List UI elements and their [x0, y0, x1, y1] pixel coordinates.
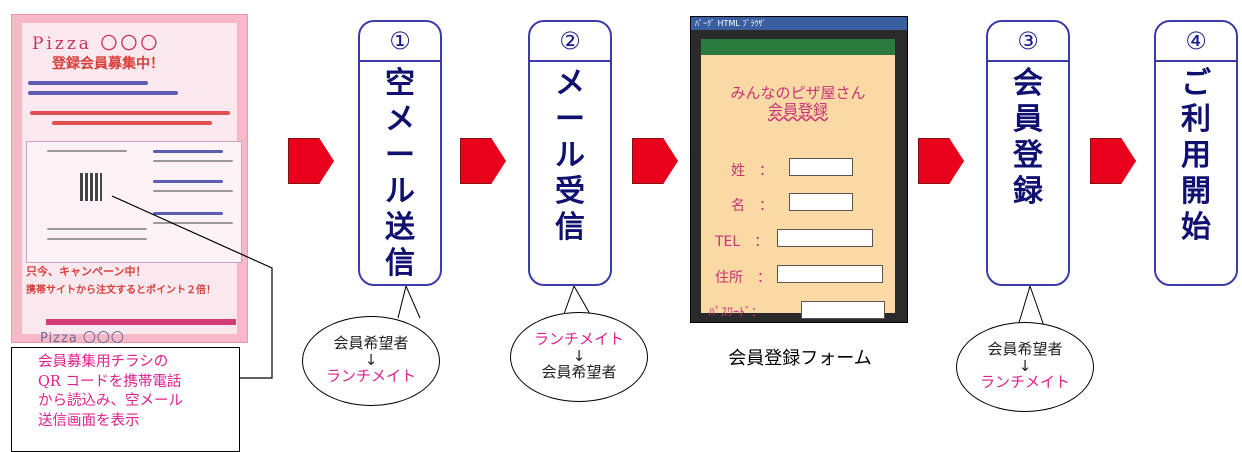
flyer-campaign: 只今、キャンペーン中！ — [26, 265, 147, 278]
field-label-password: ﾊﾟｽﾜｰﾄﾞ： — [709, 305, 764, 319]
field-label-first-name: 名 ： — [731, 198, 773, 214]
flyer-image: Pizza 〇〇〇 登録会員募集中！ 只今、キャンペーン中！ 携帯サイトから注文… — [11, 14, 248, 346]
last-name-input[interactable] — [789, 158, 853, 176]
instruction-note: 会員募集用チラシの QR コードを携帯電話 から読込み、空メール 送信画面を表示 — [11, 347, 240, 452]
first-name-input[interactable] — [789, 193, 853, 211]
step-member-registration: ③ 会員 登録 — [986, 20, 1070, 286]
step-start-using: ④ ご利用 開始 — [1154, 20, 1238, 286]
actor-bubble: ランチメイト ↓ 会員希望者 — [510, 312, 648, 402]
step-label: 空メー ル送信 — [385, 66, 415, 281]
flyer-title: Pizza 〇〇〇 — [32, 34, 161, 54]
phone-screen: みんなのピザ屋さん 会員登録 姓 ： 名 ： TEL ： 住所 ： ﾊﾟｽﾜｰﾄ… — [701, 39, 895, 319]
note-line: QR コードを携帯電話 — [38, 373, 182, 390]
qr-code-icon — [80, 173, 102, 201]
step-send-empty-mail: ① 空メー ル送信 — [358, 20, 442, 286]
step-label: メール 受信 — [555, 66, 585, 245]
field-label-tel: TEL ： — [715, 234, 769, 250]
step-label: 会員 登録 — [1013, 66, 1043, 209]
note-line: から読込み、空メール — [38, 393, 183, 409]
note-line: 送信画面を表示 — [38, 412, 140, 429]
field-label-address: 住所 ： — [715, 270, 771, 286]
tel-input[interactable] — [777, 229, 873, 247]
step-number: ④ — [1156, 22, 1236, 62]
registration-form-screenshot: ﾊﾟｰｸﾞ HTML ﾌﾞﾗｳｻﾞ みんなのピザ屋さん 会員登録 姓 ： 名 ：… — [690, 16, 908, 323]
flyer-info-box — [26, 141, 242, 263]
step-receive-mail: ② メール 受信 — [528, 20, 612, 286]
flyer-footer: Pizza 〇〇〇 — [40, 331, 125, 346]
actor-bubble: 会員希望者 ↓ ランチメイト — [302, 316, 440, 406]
address-input[interactable] — [777, 265, 883, 283]
actor-bubble: 会員希望者 ↓ ランチメイト — [956, 322, 1094, 412]
field-label-last-name: 姓 ： — [731, 163, 773, 179]
step-number: ① — [360, 22, 440, 62]
form-subheading: 会員登録 — [767, 101, 828, 119]
step-number: ② — [530, 22, 610, 62]
form-caption: 会員登録フォーム — [728, 348, 872, 369]
phone-status-bar — [701, 39, 895, 55]
step-label: ご利用 開始 — [1181, 66, 1211, 245]
browser-titlebar: ﾊﾟｰｸﾞ HTML ﾌﾞﾗｳｻﾞ — [691, 17, 907, 30]
note-line: 会員募集用チラシの — [38, 354, 169, 370]
flyer-banner: 登録会員募集中！ — [52, 56, 164, 72]
form-heading: みんなのピザ屋さん — [730, 84, 866, 102]
step-number: ③ — [988, 22, 1068, 62]
password-input[interactable] — [801, 301, 885, 319]
flyer-points: 携帯サイトから注文するとポイント２倍！ — [26, 285, 216, 296]
